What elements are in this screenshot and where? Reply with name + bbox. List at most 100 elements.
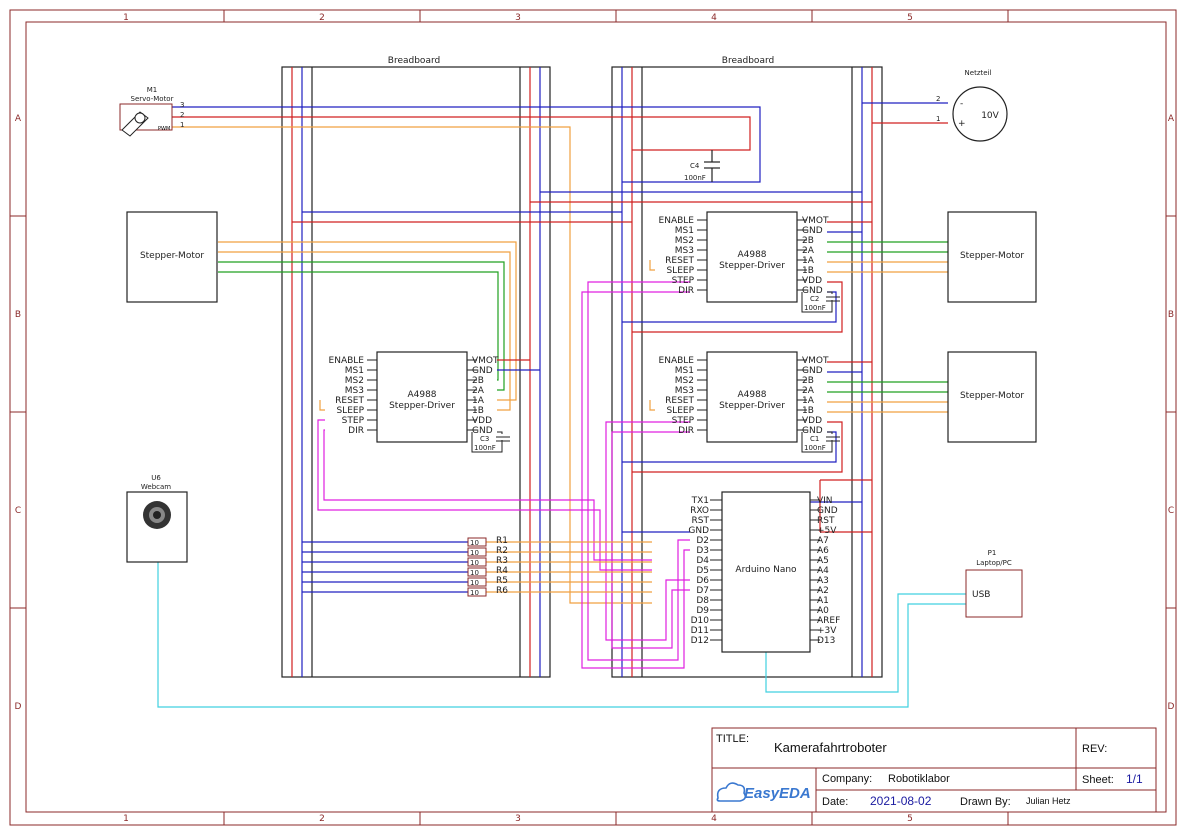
driver-pin-label: VMOT bbox=[802, 216, 829, 226]
driver-pin-label: 2B bbox=[472, 376, 484, 386]
resistor[interactable]: 10 R6 bbox=[467, 586, 508, 597]
driver-pin-label: ENABLE bbox=[659, 216, 695, 226]
arduino-pin-label: RST bbox=[692, 516, 710, 526]
col-label: 3 bbox=[515, 814, 521, 824]
stepper-driver[interactable]: A4988Stepper-DriverENABLEMS1MS2MS3RESETS… bbox=[659, 351, 829, 443]
servo-ref: M1 bbox=[147, 86, 158, 94]
arduino-pin-label: D12 bbox=[691, 636, 709, 646]
stepper-label: Stepper-Motor bbox=[960, 391, 1024, 401]
resistor-value: 10 bbox=[470, 569, 479, 577]
row-label: C bbox=[15, 506, 21, 516]
stepper-label: Stepper-Motor bbox=[960, 251, 1024, 261]
laptop-ref: P1 bbox=[988, 549, 997, 557]
laptop-name: Laptop/PC bbox=[976, 559, 1012, 567]
driver-pin-label: MS3 bbox=[675, 246, 694, 256]
resistor-body bbox=[467, 567, 487, 577]
driver-name: A4988 bbox=[407, 390, 436, 400]
servo-pin: 1 bbox=[180, 121, 184, 129]
servo-motor[interactable]: M1 Servo-Motor 3 2 1 PWM bbox=[119, 86, 184, 137]
arduino-pin-label: +3V bbox=[817, 626, 837, 636]
capacitor-c4[interactable]: C4 100nF bbox=[684, 161, 720, 182]
driver-pin-label: GND bbox=[472, 366, 493, 376]
driver-pin-label: 2B bbox=[802, 376, 814, 386]
title-label: TITLE: bbox=[716, 733, 749, 745]
breadboard-label: Breadboard bbox=[388, 56, 440, 66]
breadboard-right[interactable]: Breadboard bbox=[611, 56, 883, 678]
cap-ref: C2 bbox=[810, 295, 819, 303]
arduino-pin-label: RST bbox=[817, 516, 835, 526]
driver-pin-label: MS1 bbox=[675, 366, 694, 376]
driver-name: A4988 bbox=[737, 390, 766, 400]
cap-ref: C3 bbox=[480, 435, 489, 443]
driver-pin-label: DIR bbox=[678, 426, 694, 436]
rev-label: REV: bbox=[1082, 743, 1107, 755]
row-label: A bbox=[1168, 114, 1175, 124]
driver-pin-label: 1B bbox=[802, 406, 814, 416]
driver-pin-label: GND bbox=[802, 226, 823, 236]
row-label: D bbox=[15, 702, 22, 712]
driver-pin-label: VDD bbox=[472, 416, 492, 426]
arduino-pin-label: D10 bbox=[691, 616, 710, 626]
stepper-driver[interactable]: A4988Stepper-DriverENABLEMS1MS2MS3RESETS… bbox=[659, 211, 829, 303]
resistor-ref: R5 bbox=[496, 576, 508, 586]
driver-pin-label: STEP bbox=[672, 416, 695, 426]
webcam[interactable]: U6 Webcam bbox=[126, 474, 188, 563]
resistor-ref: R6 bbox=[496, 586, 508, 596]
arduino-name: Arduino Nano bbox=[735, 565, 797, 575]
driver-pin-label: 2A bbox=[472, 386, 485, 396]
arduino-nano[interactable]: Arduino NanoTX1RXORSTGNDD2D3D4D5D6D7D8D9… bbox=[688, 491, 840, 653]
driver-pin-label: GND bbox=[802, 366, 823, 376]
arduino-pin-label: A6 bbox=[817, 546, 829, 556]
power-supply[interactable]: Netzteil 10V - + 2 1 bbox=[936, 69, 1008, 142]
resistor-ref: R1 bbox=[496, 536, 508, 546]
stepper-motor-right-mid[interactable]: Stepper-Motor bbox=[947, 351, 1037, 443]
driver-pin-label: SLEEP bbox=[666, 266, 694, 276]
capacitor-c3[interactable]: C3 100nF bbox=[471, 431, 510, 453]
capacitor-c1[interactable]: C1 100nF bbox=[801, 431, 840, 453]
cap-ref: C4 bbox=[690, 162, 700, 170]
stepper-motor-left[interactable]: Stepper-Motor bbox=[126, 211, 218, 303]
driver-pin-label: STEP bbox=[342, 416, 365, 426]
capacitor-c2[interactable]: C2 100nF bbox=[801, 291, 840, 313]
arduino-pin-label: RXO bbox=[690, 506, 709, 516]
arduino-pin-label: D2 bbox=[696, 536, 709, 546]
row-label: B bbox=[15, 310, 21, 320]
driver-name: A4988 bbox=[737, 250, 766, 260]
driver-pin-label: VMOT bbox=[802, 356, 829, 366]
resistor-body bbox=[467, 577, 487, 587]
driver-pin-label: ENABLE bbox=[659, 356, 695, 366]
driver-pin-label: MS2 bbox=[675, 376, 694, 386]
resistor-body bbox=[467, 557, 487, 567]
arduino-pin-label: GND bbox=[688, 526, 709, 536]
driver-body bbox=[706, 351, 798, 443]
laptop-pc[interactable]: P1 Laptop/PC USB bbox=[965, 549, 1023, 618]
row-label: B bbox=[1168, 310, 1174, 320]
driver-pin-label: MS1 bbox=[345, 366, 364, 376]
breadboard-left[interactable]: Breadboard bbox=[281, 56, 551, 678]
arduino-pin-label: AREF bbox=[817, 616, 840, 626]
arduino-pin-label: D8 bbox=[696, 596, 709, 606]
driver-pin-label: VDD bbox=[802, 276, 822, 286]
stepper-motor-right-top[interactable]: Stepper-Motor bbox=[947, 211, 1037, 303]
col-label: 2 bbox=[319, 814, 325, 824]
col-label: 4 bbox=[711, 814, 717, 824]
sheet-label: Sheet: bbox=[1082, 774, 1114, 786]
driver-pin-label: ENABLE bbox=[329, 356, 365, 366]
stepper-driver[interactable]: A4988Stepper-DriverENABLEMS1MS2MS3RESETS… bbox=[329, 351, 499, 443]
resistor-value: 10 bbox=[470, 589, 479, 597]
driver-pin-label: RESET bbox=[665, 396, 694, 406]
resistor-body bbox=[467, 547, 487, 557]
psu-label: Netzteil bbox=[965, 69, 992, 77]
drawn-by-value: Julian Hetz bbox=[1026, 796, 1071, 806]
psu-value: 10V bbox=[981, 111, 999, 121]
driver-pin-label: 1B bbox=[802, 266, 814, 276]
company-label: Company: bbox=[822, 773, 872, 785]
driver-pin-label: RESET bbox=[335, 396, 364, 406]
driver-pin-label: MS3 bbox=[345, 386, 364, 396]
webcam-name: Webcam bbox=[141, 483, 171, 491]
